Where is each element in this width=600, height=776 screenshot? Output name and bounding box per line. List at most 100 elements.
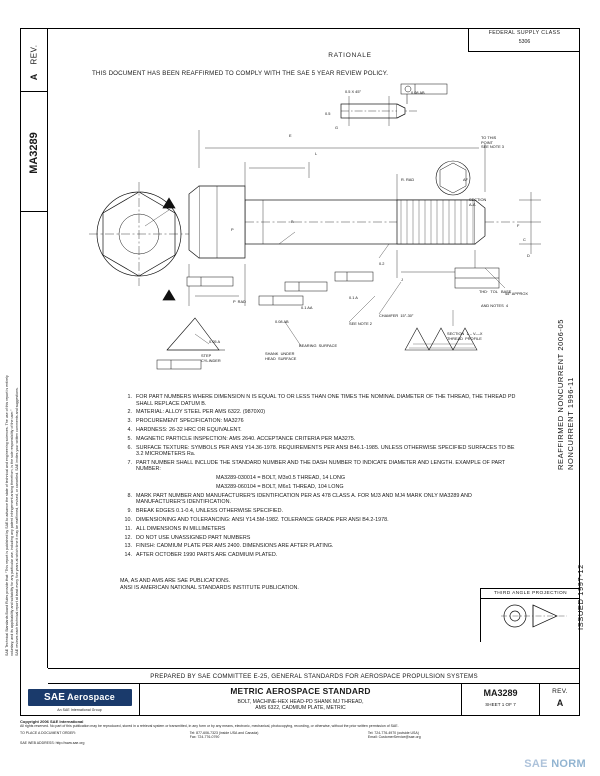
drawing-label: 0.1 AA — [301, 305, 313, 310]
left-margin-notes: SAE Technical Standards Board Rules prov… — [0, 300, 20, 660]
note-number: 11. — [124, 525, 132, 532]
drawing-label: P RAD — [233, 299, 246, 304]
drawing-label: STEP CYLINDER — [201, 353, 221, 363]
prepared-by-bar: PREPARED BY SAE COMMITTEE E-25, GENERAL … — [48, 668, 580, 684]
drawing-label: P — [231, 227, 234, 232]
note-text: AFTER OCTOBER 1990 PARTS ARE CADMIUM PLA… — [136, 552, 278, 559]
sae-logo-mark: SAE — [44, 691, 66, 703]
note-number: 6. — [127, 444, 133, 451]
drawing-label: CHAMFER 15°-30° — [379, 313, 414, 318]
fcf-step — [156, 359, 202, 370]
note-number: 1. — [127, 394, 133, 400]
note-text: MATERIAL: ALLOY STEEL PER AMS 6322. (987… — [136, 409, 266, 416]
note-text: MA3289-030014 = BOLT, M3x0.5 THREAD, 14 … — [216, 475, 346, 482]
standard-subtitle-1: BOLT, MACHINE-HEX HEAD-PD SHANK MJ THREA… — [237, 699, 364, 705]
drawing-label: C — [523, 237, 526, 242]
notes-references: MA, AS AND AMS ARE SAE PUBLICATIONS. ANS… — [120, 578, 520, 592]
drawing-label: SECTION 1 – V––X THREAD PROFILE — [447, 331, 483, 341]
fsc-value: 5306 — [518, 39, 531, 45]
note-text: MARK PART NUMBER AND MANUFACTURER'S IDEN… — [136, 492, 472, 506]
copyright-line: Copyright 2006 SAE International — [20, 719, 84, 724]
note-text: BREAK EDGES 0.1-0.4, UNLESS OTHERWISE SP… — [136, 508, 283, 515]
note-item: 7.PART NUMBER SHALL INCLUDE THE STANDARD… — [120, 460, 520, 473]
bolt-side-view — [188, 185, 519, 259]
title-cell: METRIC AEROSPACE STANDARD BOLT, MACHINE-… — [140, 684, 462, 716]
federal-supply-class-box: FEDERAL SUPPLY CLASS 5306 — [468, 28, 580, 52]
title-part-number: MA3289 — [483, 688, 518, 698]
left-note-2: voluntary, and its applicability and sui… — [10, 409, 14, 656]
stamp-noncurrent: NONCURRENT 1996-11 — [566, 376, 575, 470]
third-angle-projection-symbol — [501, 604, 567, 628]
reference-line-2: ANSI IS AMERICAN NATIONAL STANDARDS INST… — [120, 585, 299, 591]
stamp-reaffirmed: REAFFIRMED NONCURRENT 2006-05 — [556, 318, 565, 470]
right-margin-stamps: REAFFIRMED NONCURRENT 2006-05 NONCURRENT… — [552, 170, 585, 660]
drawing-label: SHANK UNDER HEAD SURFACE — [265, 351, 297, 361]
watermark-sae: SAE — [524, 758, 548, 770]
watermark-norm: NORM — [551, 758, 586, 770]
part-number-vertical: MA3289 — [28, 132, 40, 174]
bolt-end-view — [89, 182, 189, 286]
note-number: 14. — [124, 552, 133, 559]
footer-order-col: TO PLACE A DOCUMENT ORDER: — [20, 731, 190, 740]
drawing-label: 0.05 A — [209, 339, 221, 344]
rights-line: All rights reserved. No part of this pub… — [20, 724, 399, 729]
note-item: 6.SURFACE TEXTURE: SYMBOLS PER ANSI Y14.… — [120, 445, 520, 458]
note-text: ALL DIMENSIONS IN MILLIMETERS — [136, 525, 226, 532]
note-item: 14.AFTER OCTOBER 1990 PARTS ARE CADMIUM … — [120, 552, 520, 559]
drawing-label: B — [291, 219, 294, 224]
note-item: 2.MATERIAL: ALLOY STEEL PER AMS 6322. (9… — [120, 409, 520, 416]
notes-list: 1.FOR PART NUMBERS WHERE DIMENSION N IS … — [120, 394, 520, 561]
drawing-label: A — [169, 203, 172, 208]
note-item: 11. ALL DIMENSIONS IN MILLIMETERS — [120, 526, 520, 533]
third-angle-projection-box: THIRD ANGLE PROJECTION — [480, 588, 580, 642]
note-number: 5. — [127, 435, 133, 442]
rationale-text: THIS DOCUMENT HAS BEEN REAFFIRMED TO COM… — [92, 70, 389, 77]
drawing-label: L — [315, 151, 318, 156]
sae-logo-tagline: An SAE International Group — [57, 707, 102, 712]
sae-logo-cell: SAE Aerospace An SAE International Group — [20, 684, 140, 716]
note-text: FINISH: CADMIUM PLATE PER AMS 2400. DIME… — [136, 543, 334, 550]
note-text: DIMENSIONING AND TOLERANCING: ANSI Y14.5… — [136, 516, 389, 523]
fax-number: Fax: 724-776-0790 — [189, 735, 220, 740]
note-number: 9. — [127, 508, 133, 515]
note-text: MA3289-060104 = BOLT, M6x1 THREAD, 104 L… — [216, 484, 344, 491]
note-number: 8. — [127, 492, 133, 499]
note-item: 13.FINISH: CADMIUM PLATE PER AMS 2400. D… — [120, 543, 520, 550]
note-item: 4.HARDNESS: 26-32 HRC OR EQUIVALENT. — [120, 427, 520, 434]
footer: Copyright 2006 SAE International All rig… — [20, 719, 580, 745]
drawing-frame — [20, 28, 580, 716]
note-text: FOR PART NUMBERS WHERE DIMENSION N IS EQ… — [136, 394, 516, 407]
note-number: 7. — [127, 459, 133, 466]
drawing-label: AND NOTES 4 — [481, 303, 509, 308]
footer-contact-col: Tel: 724-776-4970 (outside USA) Email: C… — [368, 731, 580, 740]
note-number: 2. — [127, 409, 133, 416]
third-angle-projection-title: THIRD ANGLE PROJECTION — [481, 589, 580, 599]
drawing-label: THD· TOL BASE — [479, 289, 512, 294]
drawing-label: SECTION A-A — [469, 197, 487, 207]
reference-line-1: MA, AS AND AMS ARE SAE PUBLICATIONS. — [120, 578, 231, 584]
note-text: DO NOT USE UNASSIGNED PART NUMBERS — [136, 534, 251, 541]
drawing-label: F — [517, 223, 520, 228]
drawing-label: E — [289, 133, 292, 138]
title-rev-value: A — [556, 698, 564, 708]
note-item: 8.MARK PART NUMBER AND MANUFACTURER'S ID… — [120, 493, 520, 506]
drawing-label: TO THIS POINT SEE NOTE 3 — [481, 135, 504, 150]
note-number: 4. — [127, 426, 133, 433]
drawing-label: 0.5 X 45° — [345, 89, 362, 94]
drawing-label: 45° APPROX — [505, 291, 528, 296]
note-number: 13. — [124, 543, 133, 550]
note-example: MA3289-060104 = BOLT, M6x1 THREAD, 104 L… — [120, 484, 520, 491]
note-item: 1.FOR PART NUMBERS WHERE DIMENSION N IS … — [120, 394, 520, 407]
note-text: HARDNESS: 26-32 HRC OR EQUIVALENT. — [136, 426, 242, 433]
drawing-label: AF — [463, 177, 468, 182]
order-label: TO PLACE A DOCUMENT ORDER: — [20, 731, 76, 736]
revision-box: REV. A — [20, 28, 48, 92]
note-item: 10.DIMENSIONING AND TOLERANCING: ANSI Y1… — [120, 517, 520, 524]
drawing-label: 0.2 — [379, 261, 385, 266]
tel-usa: Tel: 877-606-7323 (inside USA and Canada… — [189, 731, 259, 736]
sheet-number: SHEET 1 OF 7 — [485, 702, 516, 707]
standard-title: METRIC AEROSPACE STANDARD — [230, 686, 371, 696]
rationale-title: RATIONALE — [328, 52, 372, 59]
